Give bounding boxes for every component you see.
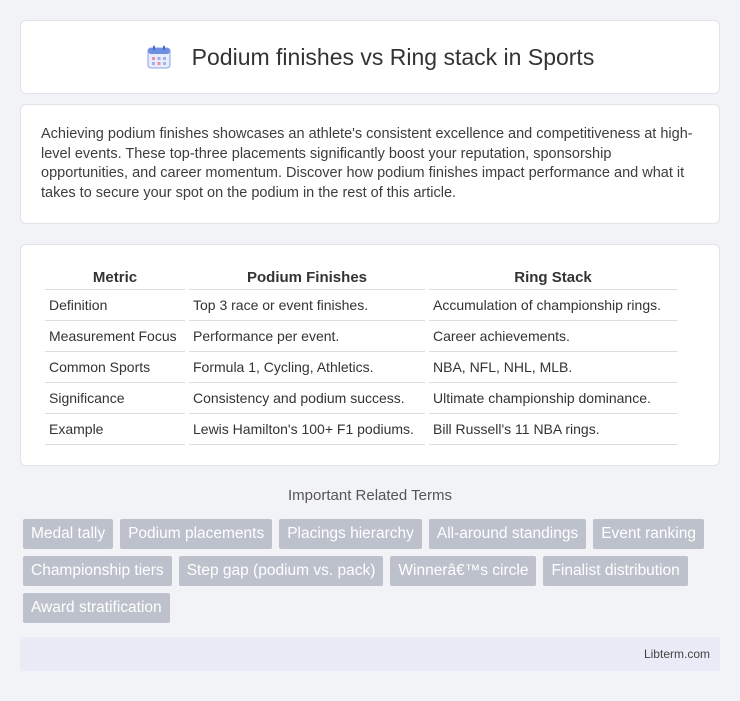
related-term-tag[interactable]: Medal tally — [23, 519, 114, 549]
table-cell: Formula 1, Cycling, Athletics. — [189, 352, 425, 383]
intro-paragraph: Achieving podium finishes showcases an a… — [41, 126, 693, 201]
table-row: Definition Top 3 race or event finishes.… — [45, 290, 677, 321]
footer: Libterm.com — [20, 637, 720, 671]
calendar-icon — [146, 44, 172, 70]
related-term-tag[interactable]: All-around standings — [428, 519, 587, 549]
related-term-tag[interactable]: Winnerâ€™s circle — [390, 556, 537, 586]
column-header-ring-stack: Ring Stack — [429, 265, 677, 290]
table-cell: Common Sports — [45, 352, 185, 383]
related-term-tag[interactable]: Placings hierarchy — [279, 519, 422, 549]
table-row: Significance Consistency and podium succ… — [45, 383, 677, 414]
table-header-row: Metric Podium Finishes Ring Stack — [45, 265, 677, 290]
footer-site-link[interactable]: Libterm.com — [643, 647, 710, 661]
column-header-podium-finishes: Podium Finishes — [189, 265, 425, 290]
table-row: Example Lewis Hamilton's 100+ F1 podiums… — [45, 414, 677, 445]
related-term-tag[interactable]: Step gap (podium vs. pack) — [178, 556, 384, 586]
table-cell: Ultimate championship dominance. — [429, 383, 677, 414]
table-cell: Definition — [45, 290, 185, 321]
header-card: Podium finishes vs Ring stack in Sports — [20, 20, 720, 94]
page-title: Podium finishes vs Ring stack in Sports — [191, 43, 595, 70]
table-cell: Lewis Hamilton's 100+ F1 podiums. — [189, 414, 425, 445]
related-term-tag[interactable]: Championship tiers — [23, 556, 172, 586]
column-header-metric: Metric — [45, 265, 185, 290]
comparison-table-card: Metric Podium Finishes Ring Stack Defini… — [20, 244, 720, 466]
table-cell: Top 3 race or event finishes. — [189, 290, 425, 321]
table-cell: Performance per event. — [189, 321, 425, 352]
table-cell: Example — [45, 414, 185, 445]
table-row: Common Sports Formula 1, Cycling, Athlet… — [45, 352, 677, 383]
table-cell: Career achievements. — [429, 321, 677, 352]
table-cell: Accumulation of championship rings. — [429, 290, 677, 321]
table-cell: NBA, NFL, NHL, MLB. — [429, 352, 677, 383]
related-term-tag[interactable]: Podium placements — [120, 519, 273, 549]
comparison-table: Metric Podium Finishes Ring Stack Defini… — [41, 265, 681, 445]
table-cell: Bill Russell's 11 NBA rings. — [429, 414, 677, 445]
table-row: Measurement Focus Performance per event.… — [45, 321, 677, 352]
table-cell: Significance — [45, 383, 185, 414]
related-term-tag[interactable]: Finalist distribution — [543, 556, 688, 586]
related-terms-tags: Medal tally Podium placements Placings h… — [23, 519, 723, 630]
related-term-tag[interactable]: Award stratification — [23, 593, 170, 623]
intro-card: Achieving podium finishes showcases an a… — [20, 104, 720, 224]
table-cell: Measurement Focus — [45, 321, 185, 352]
related-term-tag[interactable]: Event ranking — [593, 519, 704, 549]
related-terms-title: Important Related Terms — [288, 487, 452, 504]
table-cell: Consistency and podium success. — [189, 383, 425, 414]
